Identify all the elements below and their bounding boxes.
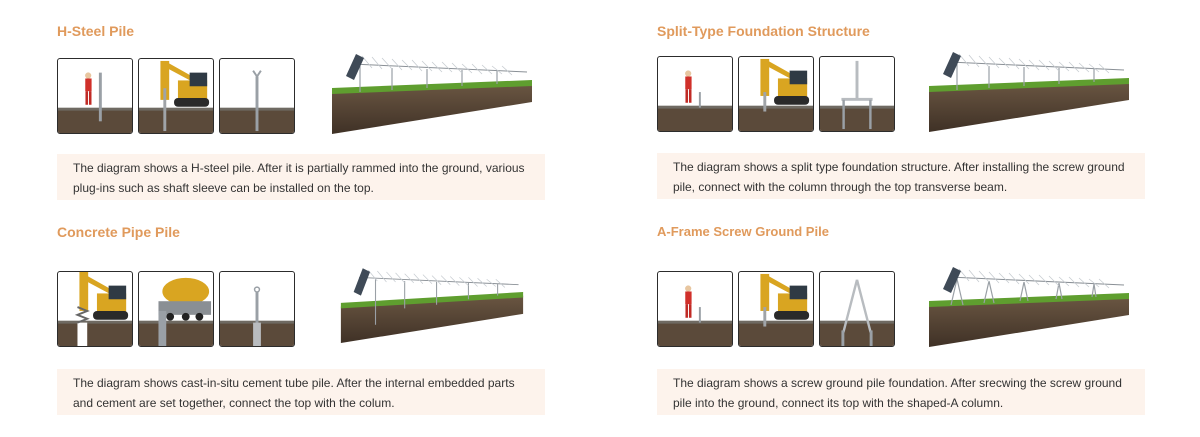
step-a-frame-panel <box>819 271 895 347</box>
step-worker-marking-panel <box>657 271 733 347</box>
step-cement-truck-panel <box>138 271 214 347</box>
section-split-type: Split-Type Foundation Structure <box>657 22 1145 202</box>
section-a-frame: A-Frame Screw Ground Pile <box>657 223 1145 415</box>
solar-tracker-field-illustration <box>332 52 532 134</box>
step-pile-driver-panel <box>138 58 214 134</box>
section-title: Concrete Pipe Pile <box>57 224 180 240</box>
step-screw-machine-panel <box>738 56 814 132</box>
section-title: Split-Type Foundation Structure <box>657 23 870 39</box>
step-screw-machine-panel <box>738 271 814 347</box>
solar-tracker-field-illustration <box>929 50 1129 132</box>
step-worker-marking-panel <box>657 56 733 132</box>
section-description: The diagram shows a H-steel pile. After … <box>57 154 545 200</box>
section-h-steel: H-Steel Pile <box>57 22 545 202</box>
section-concrete-pipe: Concrete Pipe Pile <box>57 223 545 415</box>
section-description: The diagram shows a split type foundatio… <box>657 153 1145 199</box>
step-installed-pile-panel <box>219 58 295 134</box>
section-description: The diagram shows cast-in-situ cement tu… <box>57 369 545 415</box>
solar-tracker-field-illustration <box>332 261 532 343</box>
section-title: H-Steel Pile <box>57 23 135 39</box>
step-cement-pile-panel <box>219 271 295 347</box>
section-description: The diagram shows a screw ground pile fo… <box>657 369 1145 415</box>
solar-tracker-field-illustration <box>929 265 1129 347</box>
step-transverse-beam-panel <box>819 56 895 132</box>
section-title: A-Frame Screw Ground Pile <box>657 224 829 239</box>
step-worker-marking-panel <box>57 58 133 134</box>
step-auger-drilling-panel <box>57 271 133 347</box>
